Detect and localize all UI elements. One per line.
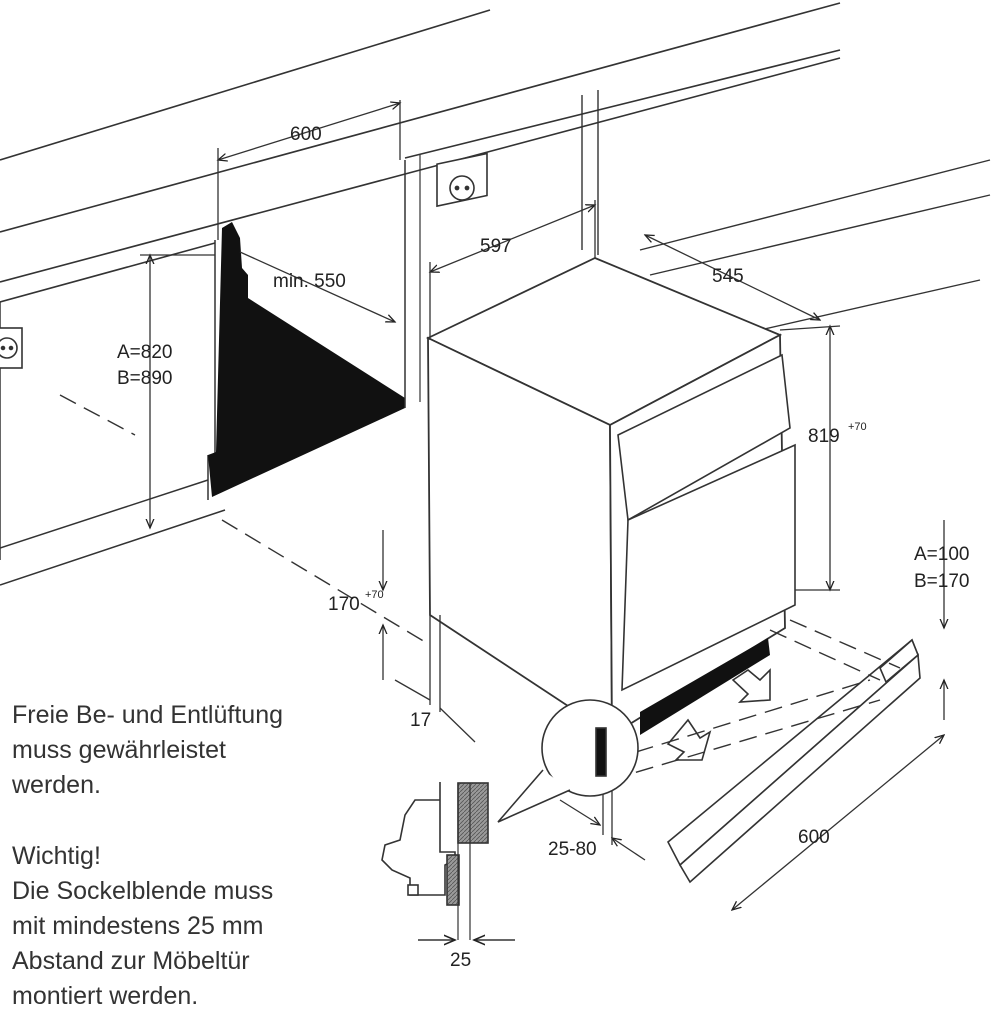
niche-height-a-label: A=820: [117, 342, 172, 363]
important-note: Wichtig! Die Sockelblende muss mit minde…: [12, 839, 273, 1014]
plinth-height-b-label: B=170: [914, 571, 969, 592]
note-line: Freie Be- und Entlüftung: [12, 701, 283, 729]
side-offset-label: 17: [410, 710, 431, 731]
appliance-height-label: 819: [808, 426, 840, 447]
plinth-section-detail: [381, 782, 515, 940]
note-line: montiert werden.: [12, 982, 199, 1010]
foot-height-tol: +70: [365, 589, 384, 601]
plinth-height-a-label: A=100: [914, 544, 969, 565]
socket-icon: [436, 152, 488, 208]
appliance-depth-label: 545: [712, 266, 744, 287]
appliance-height-tol: +70: [848, 421, 867, 433]
note-line: Abstand zur Möbeltür: [12, 947, 250, 975]
niche-width-label: 600: [290, 124, 322, 145]
ventilation-note: Freie Be- und Entlüftung muss gewährleis…: [12, 698, 283, 803]
plinth-gap-label: 25-80: [548, 839, 597, 860]
note-line: muss gewährleistet: [12, 736, 226, 764]
socket-icon: [0, 327, 23, 369]
niche-height-b-label: B=890: [117, 368, 172, 389]
appliance-width-label: 597: [480, 236, 512, 257]
airflow-arrow-icon: [666, 668, 771, 761]
note-line: Die Sockelblende muss: [12, 877, 274, 905]
foot-height-label: 170: [328, 594, 360, 615]
plinth-width-label: 600: [798, 827, 830, 848]
detail-gap-label: 25: [450, 950, 471, 971]
dimension-lines: [140, 100, 944, 910]
detail-callout: [497, 699, 639, 823]
niche-opening: [208, 155, 421, 497]
note-line: mit mindestens 25 mm: [12, 912, 264, 940]
left-cabinet: [0, 240, 226, 586]
vent-grill: [640, 638, 770, 735]
niche-depth-label: min. 550: [273, 271, 346, 292]
important-title: Wichtig!: [12, 842, 101, 870]
note-line: werden.: [12, 771, 101, 799]
fridge-door: [617, 353, 796, 692]
